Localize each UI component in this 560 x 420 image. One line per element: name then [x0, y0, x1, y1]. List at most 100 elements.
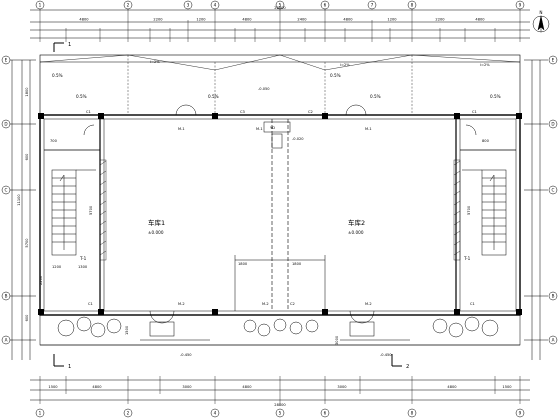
axis-label-top-8: 8 [411, 3, 414, 8]
door-m-center-top: M-1 [256, 127, 263, 131]
slope-2: 0.5% [76, 94, 87, 99]
axis-label-right-d: B [552, 294, 555, 299]
door-labels-top: M-1 M-1 M-1 C1 C3 C2 C1 [86, 110, 477, 131]
bottom-axis-labels: 1 2 4 5 6 8 9 [39, 411, 522, 416]
top-dim-8: 2200 [435, 18, 445, 22]
left-dimension-texts: 11100 1800 600 5700 600 [17, 87, 29, 322]
level-bot-1: -0.450 [180, 353, 192, 357]
vent-box [263, 121, 291, 149]
axis-label-top-4: 4 [214, 3, 217, 8]
dim-1500: 1500 [125, 325, 129, 335]
axis-label-left-e: A [5, 338, 8, 343]
level-bot-2: -0.450 [380, 353, 392, 357]
left-dimension-lines [8, 59, 36, 360]
door-m-right-top: M-1 [365, 127, 372, 131]
top-dim-6: 4800 [343, 18, 353, 22]
dim-1800a: 1800 [238, 262, 248, 266]
room-left-name: 车库1 [148, 218, 165, 227]
door-m-left-top: M-1 [178, 127, 185, 131]
door-c1b: C1 [472, 110, 477, 114]
level-top: -0.050 [258, 87, 270, 91]
dim-3000: 3000 [335, 335, 339, 345]
dim-1800b: 1800 [292, 262, 302, 266]
stair-left-label: T-1 [79, 256, 87, 261]
axis-label-bottom-2: 2 [127, 411, 130, 416]
bottom-levels: -0.450 -0.450 1500 3000 [125, 325, 392, 357]
top-dim-1: 4800 [79, 18, 89, 22]
door-m-center-bottom: M-2 [262, 302, 269, 306]
note-top-3: i=2% [480, 63, 490, 67]
bottom-axis-bubbles [35, 408, 525, 418]
door-c2: C2 [308, 110, 313, 114]
section-mark-bottom-right [391, 354, 402, 367]
door-m-left-bottom: M-2 [178, 302, 185, 306]
top-dim-4: 4800 [242, 18, 252, 22]
slope-annotations: 0.5% 0.5% 0.5% 0.5% 0.5% 0.5% [52, 73, 501, 99]
interior-dims: 1800 1800 1200 1300 5700 5700 700 800 22… [39, 139, 490, 285]
bottom-dim-6: 4800 [447, 385, 457, 389]
axis-label-top-3: 3 [187, 3, 190, 8]
top-dimension-texts: 28800 4800 2200 1200 4800 2400 4800 1200… [79, 6, 485, 22]
door-c2b: C2 [290, 302, 295, 306]
axis-label-bottom-8: 8 [411, 411, 414, 416]
north-label: N [539, 10, 542, 15]
left-dim-4: 600 [25, 314, 29, 322]
section-mark-top-left [53, 42, 64, 52]
slope-1: 0.5% [52, 73, 63, 78]
dim-5700a: 5700 [89, 205, 93, 215]
axis-label-top-7: 7 [371, 3, 374, 8]
axis-label-left-c: C [5, 188, 8, 193]
section-label-bottom-right: 2 [406, 364, 409, 370]
door-labels-bottom: M-2 M-2 M-2 C1 C2 C1 [88, 302, 475, 306]
left-overall-dimension: 11100 [17, 194, 21, 206]
right-axis-bubbles [548, 55, 558, 345]
door-c1d: C1 [470, 302, 475, 306]
room-left-level: ±0.000 [148, 230, 164, 235]
top-canopy [39, 54, 521, 116]
axis-label-right-b: D [551, 122, 554, 127]
axis-label-top-5: 5 [279, 3, 282, 8]
room-right-level: ±0.000 [348, 230, 364, 235]
stair-right-label: T-1 [463, 256, 471, 261]
axis-label-bottom-6: 6 [324, 411, 327, 416]
hatched-wall-left [99, 159, 107, 261]
north-arrow [532, 15, 550, 33]
axis-label-right-a: E [552, 58, 555, 63]
top-dimension-lines [30, 8, 530, 42]
vent-label: YD [270, 126, 275, 130]
axis-label-top-1: 1 [39, 3, 42, 8]
left-axis-bubbles [1, 55, 11, 345]
section-label-top-left: 1 [68, 42, 71, 48]
dim-2200: 2200 [39, 275, 43, 285]
room-right-name: 车库2 [348, 218, 365, 227]
slope-6: 0.5% [490, 94, 501, 99]
axis-label-top-9: 9 [519, 3, 522, 8]
door-c1c: C1 [88, 302, 93, 306]
hatched-wall-right [453, 159, 461, 261]
door-c1: C1 [86, 110, 91, 114]
dim-700: 700 [50, 139, 58, 143]
slope-4: 0.5% [330, 73, 341, 78]
axis-label-left-a: E [5, 58, 8, 63]
top-axis-bubbles [35, 0, 525, 10]
room-labels: 车库1 ±0.000 车库2 ±0.000 [148, 218, 365, 235]
section-mark-bottom-left [53, 354, 64, 367]
bottom-dim-2: 4800 [92, 385, 102, 389]
bottom-dim-4: 4800 [242, 385, 252, 389]
level-mid: -0.020 [292, 137, 304, 141]
left-dim-3: 5700 [25, 238, 29, 248]
left-dim-2: 600 [25, 153, 29, 161]
axis-label-top-6: 6 [324, 3, 327, 8]
bottom-doors [149, 310, 375, 337]
axis-label-left-d: B [5, 294, 8, 299]
bottom-dim-1: 1500 [48, 385, 58, 389]
right-axis-labels: E D C B A [551, 58, 554, 343]
stair-left [51, 169, 96, 256]
bottom-dimension-lines [30, 376, 530, 404]
bottom-dim-7: 1500 [502, 385, 512, 389]
bottom-dim-3: 3000 [182, 385, 192, 389]
slope-5: 0.5% [370, 94, 381, 99]
left-axis-labels: E D C B A [4, 58, 7, 343]
bottom-dimension-texts: 28800 1500 4800 3000 4800 3000 4800 1500 [48, 385, 512, 407]
